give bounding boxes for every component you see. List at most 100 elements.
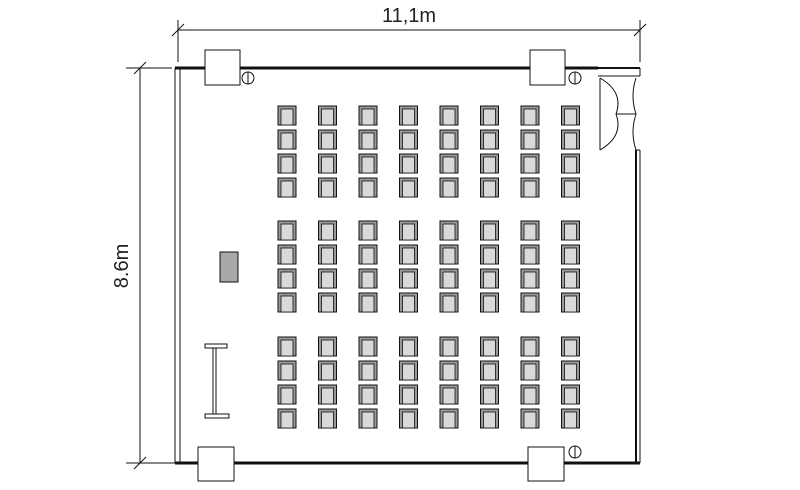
seat[interactable] [358, 177, 378, 198]
seat[interactable] [277, 153, 297, 174]
seat[interactable] [561, 268, 580, 289]
seat[interactable] [318, 105, 337, 126]
seat[interactable] [520, 105, 540, 126]
seat[interactable] [277, 384, 297, 405]
seat[interactable] [520, 129, 540, 150]
seat[interactable] [358, 360, 378, 381]
seat[interactable] [358, 105, 378, 126]
seat[interactable] [358, 408, 378, 429]
seat[interactable] [399, 292, 418, 313]
seat[interactable] [318, 244, 337, 265]
seat[interactable] [439, 408, 459, 429]
seat[interactable] [277, 105, 297, 126]
seat[interactable] [439, 336, 459, 357]
seat[interactable] [358, 153, 378, 174]
seat[interactable] [318, 336, 337, 357]
seat[interactable] [358, 244, 378, 265]
seat[interactable] [520, 360, 540, 381]
seat[interactable] [561, 129, 580, 150]
fixture-circle-icon [241, 71, 255, 85]
seat[interactable] [399, 244, 418, 265]
seat[interactable] [480, 384, 499, 405]
seat[interactable] [277, 220, 297, 241]
seat[interactable] [318, 268, 337, 289]
seat[interactable] [561, 105, 580, 126]
seat[interactable] [399, 408, 418, 429]
seat[interactable] [480, 129, 499, 150]
seat[interactable] [520, 408, 540, 429]
seat[interactable] [358, 268, 378, 289]
seat[interactable] [439, 292, 459, 313]
seat[interactable] [439, 220, 459, 241]
seat[interactable] [561, 384, 580, 405]
seat[interactable] [318, 177, 337, 198]
seat[interactable] [277, 408, 297, 429]
seat[interactable] [480, 244, 499, 265]
seat[interactable] [318, 129, 337, 150]
seat[interactable] [480, 220, 499, 241]
seat[interactable] [399, 360, 418, 381]
door[interactable] [599, 77, 637, 151]
seat[interactable] [520, 268, 540, 289]
seat[interactable] [561, 220, 580, 241]
seat[interactable] [439, 153, 459, 174]
seat[interactable] [277, 360, 297, 381]
seat[interactable] [561, 292, 580, 313]
seat[interactable] [318, 153, 337, 174]
seat[interactable] [520, 292, 540, 313]
seat[interactable] [520, 384, 540, 405]
seat[interactable] [520, 244, 540, 265]
height-dimension-label: 8.6m [111, 244, 133, 288]
seat[interactable] [480, 105, 499, 126]
seat[interactable] [399, 220, 418, 241]
seat[interactable] [277, 292, 297, 313]
seat[interactable] [480, 292, 499, 313]
seat[interactable] [399, 268, 418, 289]
seat[interactable] [520, 153, 540, 174]
seat[interactable] [480, 336, 499, 357]
seat[interactable] [439, 177, 459, 198]
seat[interactable] [277, 129, 297, 150]
seat[interactable] [561, 360, 580, 381]
seat[interactable] [561, 244, 580, 265]
seat[interactable] [520, 220, 540, 241]
seat[interactable] [480, 153, 499, 174]
seat[interactable] [358, 129, 378, 150]
seat[interactable] [399, 177, 418, 198]
seat[interactable] [399, 105, 418, 126]
column [204, 49, 241, 86]
seat[interactable] [561, 177, 580, 198]
seat[interactable] [318, 360, 337, 381]
seat[interactable] [439, 105, 459, 126]
seat[interactable] [480, 268, 499, 289]
seat[interactable] [520, 336, 540, 357]
seat[interactable] [480, 360, 499, 381]
seat[interactable] [439, 129, 459, 150]
seat[interactable] [318, 292, 337, 313]
seat[interactable] [358, 384, 378, 405]
seat[interactable] [358, 336, 378, 357]
seat[interactable] [480, 408, 499, 429]
seat[interactable] [561, 408, 580, 429]
seat[interactable] [277, 244, 297, 265]
seat[interactable] [439, 384, 459, 405]
seat[interactable] [520, 177, 540, 198]
seat[interactable] [399, 336, 418, 357]
seat[interactable] [277, 177, 297, 198]
seat[interactable] [561, 336, 580, 357]
seat[interactable] [399, 384, 418, 405]
seat[interactable] [561, 153, 580, 174]
seat[interactable] [399, 153, 418, 174]
seat[interactable] [358, 220, 378, 241]
seat[interactable] [480, 177, 499, 198]
seat[interactable] [439, 360, 459, 381]
seat[interactable] [318, 220, 337, 241]
seat[interactable] [318, 384, 337, 405]
seat[interactable] [439, 244, 459, 265]
seat[interactable] [439, 268, 459, 289]
seat[interactable] [358, 292, 378, 313]
seat[interactable] [399, 129, 418, 150]
seat[interactable] [277, 268, 297, 289]
seat[interactable] [277, 336, 297, 357]
seat[interactable] [318, 408, 337, 429]
